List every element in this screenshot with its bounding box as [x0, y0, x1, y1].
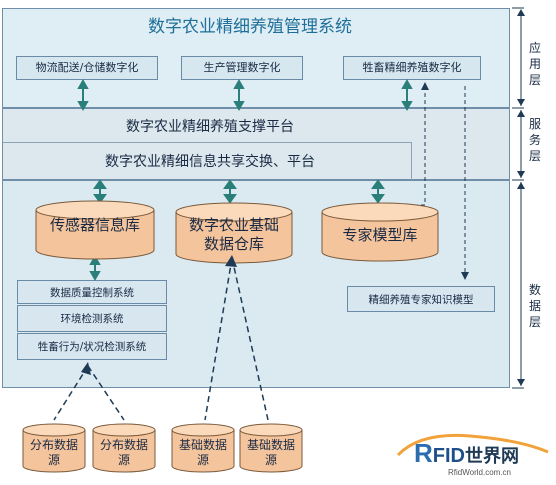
service-layer-label: 服务层 — [528, 117, 541, 163]
source-cylinder-1 — [22, 423, 86, 473]
sensor-db-label: 传感器信息库 — [49, 216, 140, 234]
expert-model-library-cylinder — [321, 202, 439, 262]
expert-link-arrow-down — [461, 272, 469, 280]
system-livestock-behavior: 牲畜行为/状况检测系统 — [17, 333, 167, 360]
support-platform-label: 数字农业精细养殖支撑平台 — [126, 119, 294, 135]
side-arrowheads — [517, 9, 525, 386]
watermark-cn: 世界网 — [465, 446, 519, 467]
info-exchange-platform-label: 数字农业精细信息共享交换、平台 — [105, 154, 315, 170]
source-cylinder-2 — [92, 423, 156, 473]
sensor-systems-connector — [89, 254, 101, 282]
watermark-r: R — [414, 438, 433, 468]
source-label-4: 基础数据源 — [246, 438, 295, 467]
application-layer-label: 应用层 — [528, 41, 541, 87]
source-cylinder-3 — [171, 423, 235, 473]
expert-link-arrow-up — [421, 82, 429, 90]
dashed-expert-links — [424, 86, 466, 278]
watermark-domain: RfidWorld.com.cn — [448, 468, 511, 477]
source-cylinder-4 — [239, 423, 303, 473]
module-logistics: 物流配送/仓储数字化 — [16, 56, 158, 80]
diagram-title: 数字农业精细养殖管理系统 — [148, 17, 352, 37]
watermark-fid: FID — [432, 445, 465, 467]
module-production: 生产管理数字化 — [181, 56, 303, 80]
side-separator-lines — [512, 7, 524, 389]
source-label-3: 基础数据源 — [178, 438, 227, 467]
source-label-2: 分布数据源 — [99, 438, 148, 467]
base-data-warehouse-label: 数字农业基础数据仓库 — [188, 216, 279, 253]
source-arrowheads — [81, 255, 237, 375]
side-label-column — [518, 8, 554, 388]
system-data-quality: 数据质量控制系统 — [17, 280, 167, 304]
system-environment-detection: 环境检测系统 — [17, 305, 167, 332]
service-platform-row — [2, 108, 412, 143]
data-layer-label: 数据层 — [528, 283, 541, 329]
expert-model-library-label: 专家模型库 — [342, 226, 418, 244]
base-data-warehouse-cylinder — [175, 202, 293, 264]
sensor-db-cylinder — [35, 200, 155, 260]
expert-knowledge-model-box: 精细养殖专家知识模型 — [347, 286, 495, 312]
watermark-swoosh — [396, 433, 549, 457]
module-livestock: 牲畜精细养殖数字化 — [343, 56, 481, 80]
source-dashed-links — [53, 257, 269, 421]
source-label-1: 分布数据源 — [29, 438, 78, 467]
service-db-connectors — [93, 179, 385, 204]
service-exchange-row — [2, 143, 412, 180]
watermark-logo: RFID世界网 — [414, 438, 554, 468]
app-service-connectors — [77, 78, 413, 112]
